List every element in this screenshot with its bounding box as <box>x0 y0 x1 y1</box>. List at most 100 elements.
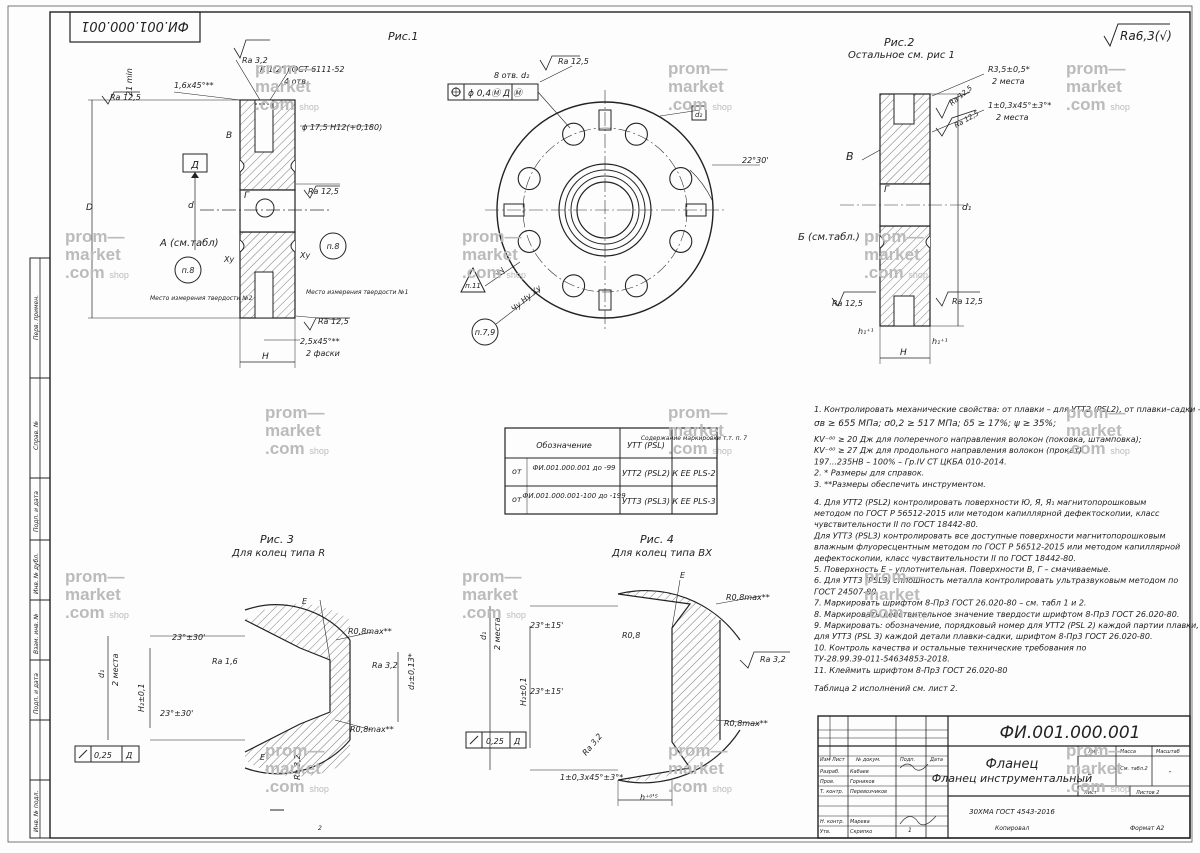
tb-designation: ФИ.001.000.001 <box>1000 723 1141 743</box>
fig2-d1: d₁ <box>962 203 972 213</box>
tb-person-2: Горников <box>850 779 875 785</box>
fig2-h2: h₁⁺¹ <box>932 337 948 346</box>
table-r1-c1: от <box>512 467 522 476</box>
fig4-detail <box>465 579 790 806</box>
note-line: 6. Для УТТ3 (PSL3) сплошность металла ко… <box>814 576 1178 585</box>
note-line: ТУ-28.99.39-011-54634853-2018. <box>814 655 950 664</box>
copied-label: Копировал <box>995 825 1029 832</box>
fig2-radius: R3,5±0,5* <box>988 65 1030 74</box>
table-r1-c3: УТТ2 (PSL2) <box>622 469 670 478</box>
table-r1-c4: К ЕЕ PLS-2 <box>672 469 715 478</box>
fig2-title: Рис.2 <box>884 36 914 49</box>
bolt-hole <box>517 167 541 191</box>
fig1-dim-D: D <box>86 203 93 213</box>
note-line: 3. **Размеры обеспечить инструментом. <box>814 480 986 489</box>
fig1-ra125-top: Ra 12,5 <box>110 93 141 102</box>
fig3-e2: Е <box>260 753 266 762</box>
fig4-places: 2 места <box>493 617 502 650</box>
fig2-ra125-4: Ra 12,5 <box>952 297 983 306</box>
title-block <box>817 715 1191 839</box>
tb-lit: Лит. <box>1087 749 1100 755</box>
fig4-title: Рис. 4 <box>640 533 674 546</box>
bolt-hole <box>624 122 648 146</box>
watermark-7: prom—market.com shop <box>265 403 329 458</box>
tb-sheet: Лист <box>1083 790 1098 796</box>
fig3-ra32b: Ra 3,2 <box>293 754 302 780</box>
fig1-hard2: Место измерения твердости №2 <box>150 295 253 302</box>
watermark-13: prom—market.com shop <box>265 741 329 796</box>
fig4-ra32: Ra 3,2 <box>760 655 786 664</box>
note-line: σв ≥ 655 МПа; σ0,2 ≥ 517 МПа; δ5 ≥ 17%; … <box>814 419 1056 429</box>
technical-notes: 1. Контролировать механические свойства:… <box>813 405 1200 693</box>
flange-front-view <box>447 55 760 346</box>
tb-person-6: Скрипко <box>850 829 872 835</box>
tb-scale-value: - <box>1169 767 1172 776</box>
center-ra125: Ra 12,5 <box>558 57 589 66</box>
center-d2: d₂ <box>695 111 702 119</box>
bolt-hole <box>624 274 648 298</box>
tb-name: Фланец инструментальный <box>932 772 1092 785</box>
tb-person-1: Кабаев <box>850 769 869 775</box>
outer-frame <box>7 5 1193 843</box>
fig3-r-top: R0,8max** <box>348 627 392 636</box>
fig1-bore: ϕ 17,5 Н12(+0,180) <box>302 123 382 132</box>
designation-rotated: ФИ.001.000.001 <box>81 18 189 33</box>
table-r2-c1: от <box>512 495 522 504</box>
fig4-chamfer: 1±0,3x45°±3°* <box>560 773 623 782</box>
fig1-note2: п.8 <box>327 242 340 251</box>
fig3-title: Рис. 3 <box>260 533 294 546</box>
watermark-14: prom—market.com shop <box>668 741 732 796</box>
fig3-d2: d₂±0,13* <box>407 653 416 690</box>
fig1-ra125-mid: Ra 12,5 <box>308 187 339 196</box>
note-line: Для УТТ3 (PSL3) контролировать все досту… <box>813 531 1166 540</box>
center-angle: 22°30' <box>742 156 769 165</box>
fig1-holes: 4 отв. <box>284 77 308 86</box>
fig4-runout: 0,25 <box>486 737 504 746</box>
fig4-r08: R0,8 <box>622 631 640 640</box>
fig1-note1: п.8 <box>182 266 195 275</box>
watermark-1: prom—market.com shop <box>255 59 319 114</box>
tb-person-3: Перевозчиков <box>850 789 887 795</box>
note-line: влажным флуоресцентным методом по ГОСТ Р… <box>814 543 1180 552</box>
fig2-label-b: Б (см.табл.) <box>798 231 860 243</box>
fig4-datum: Д <box>513 737 520 746</box>
tb-scale: Масштаб <box>1156 749 1180 755</box>
note-line: KV⁻⁶⁰ ≥ 27 Дж для продольного направлени… <box>814 446 1084 455</box>
watermark-15: prom—market.com shop <box>1066 741 1130 796</box>
note-line: 4. Для УТТ2 (PSL2) контролировать поверх… <box>814 498 1146 507</box>
fig2-chamfer: 1±0,3x45°±3°* <box>988 101 1051 110</box>
watermark-12: prom—market.com shop <box>864 567 928 622</box>
strip-label-4: Инв. № дубл. <box>33 553 40 594</box>
center-holes: 8 отв. d₂ <box>494 71 530 80</box>
tb-person-5: Марева <box>850 819 870 825</box>
tb-h-2: Лист <box>831 757 846 763</box>
fig1-ra32: Ra 3,2 <box>242 56 268 65</box>
fig2-label-v: В <box>846 150 854 163</box>
tb-name-1: Фланец <box>986 757 1039 772</box>
fig4-r-bot: R0,8max** <box>724 719 768 728</box>
note-line: 2. * Размеры для справок. <box>814 469 924 478</box>
tb-see-table: См. табл.2 <box>1120 766 1147 772</box>
note-line: 1. Контролировать механические свойства:… <box>814 405 1200 414</box>
fig1-title: Рис.1 <box>388 30 418 43</box>
table-r1-c2: ФИ.001.000.001 до -99 <box>532 464 616 472</box>
note-line: KV⁻⁶⁰ ≥ 20 Дж для поперечного направлени… <box>814 435 1142 444</box>
fig4-angle2: 23°±15' <box>530 687 563 696</box>
fig2-ra125-3: Ra 12,5 <box>832 299 863 308</box>
watermark-8: prom—market.com shop <box>668 403 732 458</box>
strip-label-3: Подп. и дата <box>33 491 40 532</box>
fig1-section <box>88 39 372 368</box>
strip-label-2: Справ. № <box>33 421 40 450</box>
fig4-angle1: 23°±15' <box>530 621 563 630</box>
page-number: 2 <box>318 825 322 832</box>
watermark-5: prom—market.com shop <box>462 227 526 282</box>
watermark-9: prom—market.com shop <box>1066 403 1130 458</box>
center-note11: п.11 <box>465 282 481 290</box>
fig3-e: Е <box>302 597 308 606</box>
fig1-hard1: Место измерения твердости №1 <box>306 289 408 296</box>
tb-h-5: Дата <box>929 757 943 763</box>
strip-label-1: Перв. примен. <box>33 295 40 340</box>
fig3-ra32: Ra 3,2 <box>372 661 398 670</box>
side-strip: Перв. примен. Справ. № Подп. и дата Инв.… <box>29 257 51 839</box>
